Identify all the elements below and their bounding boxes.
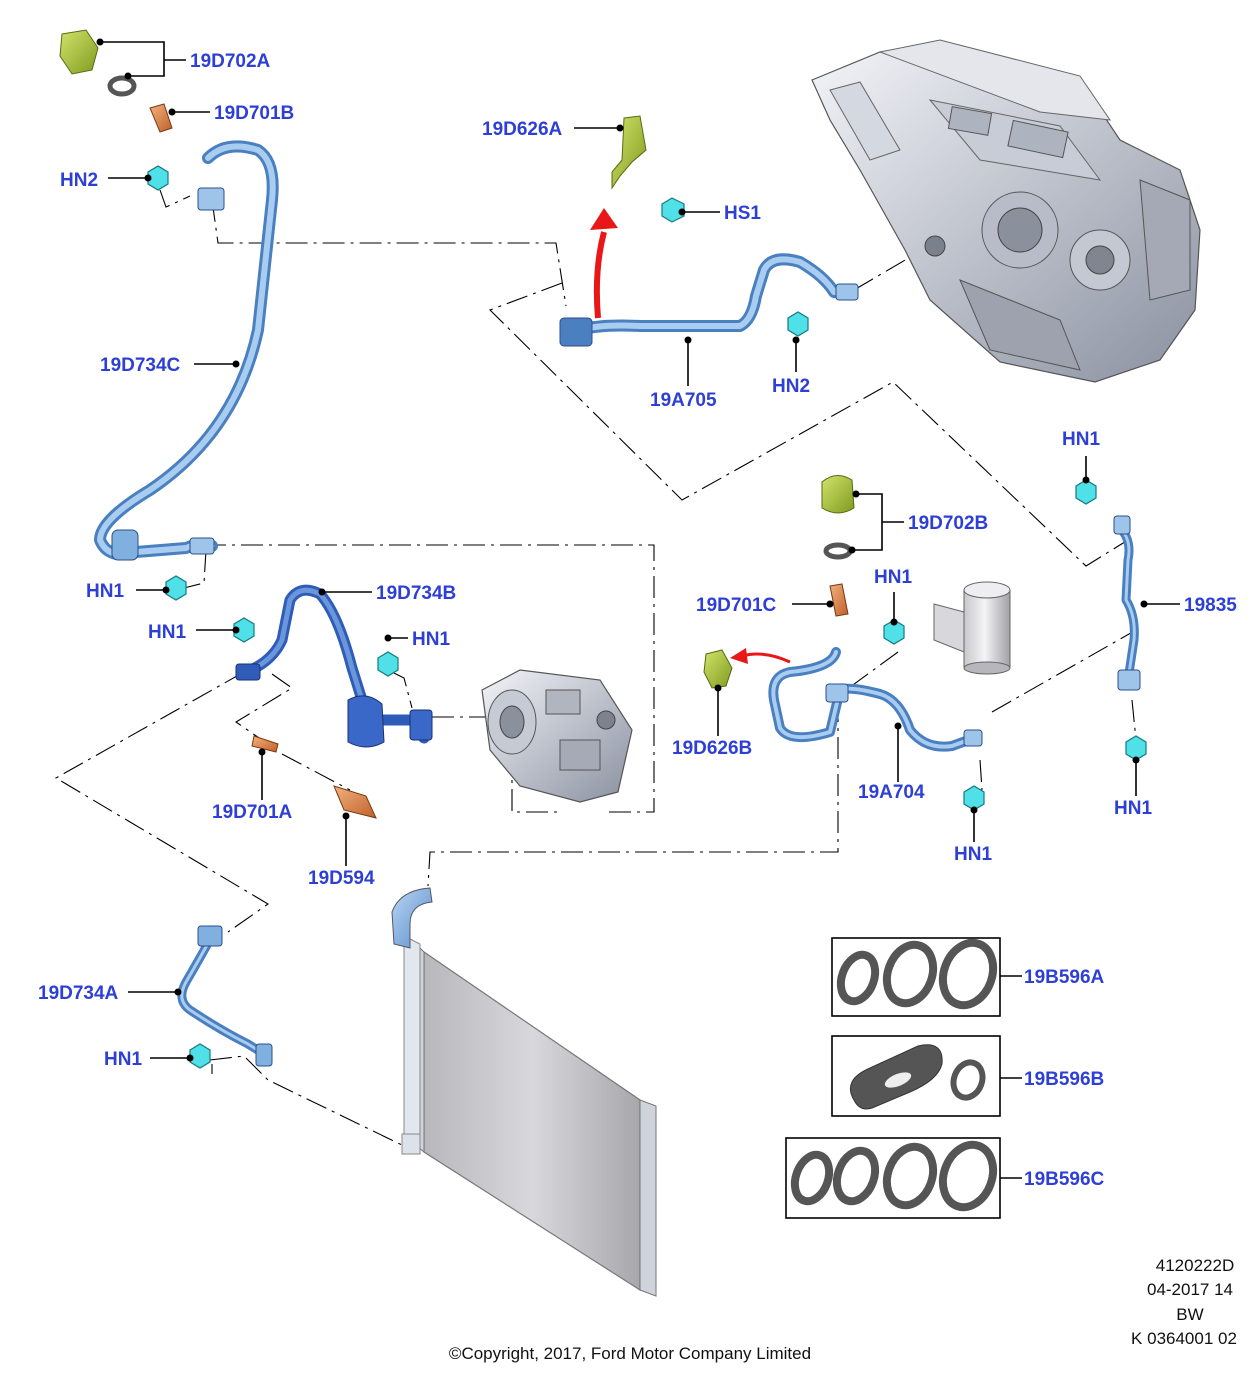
cap-19D702A xyxy=(59,29,137,97)
label-HN1-19A704: HN1 xyxy=(954,844,992,865)
seal-kit-19B596B xyxy=(831,1035,1001,1117)
label-19D701C: 19D701C xyxy=(696,595,777,616)
footer-copyright: ©Copyright, 2017, Ford Motor Company Lim… xyxy=(448,1344,812,1363)
cap-19D702B xyxy=(821,475,855,560)
label-19D734C: 19D734C xyxy=(100,355,181,376)
green-parts xyxy=(59,29,855,689)
hvac-housing xyxy=(811,39,1201,383)
label-HS1: HS1 xyxy=(724,203,761,224)
label-19B596A: 19B596A xyxy=(1024,967,1105,988)
red-arrows xyxy=(590,208,791,664)
label-19D701B: 19D701B xyxy=(214,103,294,124)
nuts xyxy=(147,165,1147,1069)
callout-labels: 19D702A 19D701B HN2 19D626A HS1 19D734C … xyxy=(38,51,1237,1190)
label-HN1-compressor-left: HN1 xyxy=(148,622,186,643)
label-19D702A: 19D702A xyxy=(190,51,271,72)
label-19A704: 19A704 xyxy=(858,782,925,803)
label-HN1-bottom: HN1 xyxy=(104,1049,142,1070)
label-HN1-left: HN1 xyxy=(86,581,124,602)
label-HN1-right-top: HN1 xyxy=(1062,429,1100,450)
label-19D701A: 19D701A xyxy=(212,802,293,823)
label-19D702B: 19D702B xyxy=(908,513,988,534)
footer-initials: BW xyxy=(1176,1305,1204,1324)
condenser xyxy=(391,887,657,1297)
label-19B596C: 19B596C xyxy=(1024,1169,1105,1190)
footer-reference: K 0364001 02 xyxy=(1131,1329,1237,1348)
seal-kit-19B596A xyxy=(831,937,1001,1017)
label-19B596B: 19B596B xyxy=(1024,1069,1104,1090)
phantom-lines xyxy=(54,189,1137,1147)
bracket-19D626A xyxy=(611,115,647,190)
footer-code: 4120222D xyxy=(1155,1256,1235,1275)
label-HN1-compressor-right: HN1 xyxy=(412,629,450,650)
label-19D594: 19D594 xyxy=(308,868,375,889)
receiver-dryer xyxy=(933,581,1011,675)
label-19D734B: 19D734B xyxy=(376,583,456,604)
compressor xyxy=(481,669,633,803)
label-19D626A: 19D626A xyxy=(482,119,563,140)
seal-kit-19B596C xyxy=(785,1137,1001,1219)
orange-parts xyxy=(149,103,849,819)
label-HN1-right-bottom: HN1 xyxy=(1114,798,1152,819)
label-HN2-top: HN2 xyxy=(60,170,98,191)
label-19D626B: 19D626B xyxy=(672,738,752,759)
leader-lines xyxy=(96,38,1180,1179)
footer-date: 04-2017 14 xyxy=(1146,1280,1234,1299)
label-19835: 19835 xyxy=(1184,595,1237,616)
label-19D734A: 19D734A xyxy=(38,983,119,1004)
label-HN2-mid: HN2 xyxy=(772,376,810,397)
bracket-19D626B xyxy=(703,649,733,689)
pipe-fittings xyxy=(111,187,1141,1067)
label-19A705: 19A705 xyxy=(650,390,717,411)
label-HN1-dryer: HN1 xyxy=(874,567,912,588)
